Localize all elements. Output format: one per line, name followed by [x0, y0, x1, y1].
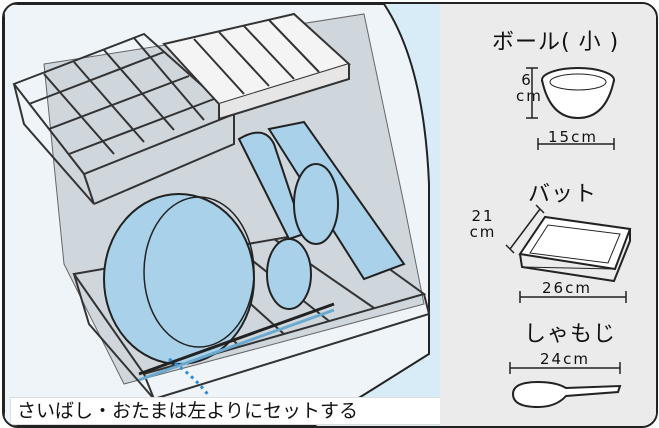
placement-note: さいばし・おたまは左よりにセットする [10, 397, 442, 425]
bowl-title: ボール( 小 ) [492, 30, 620, 55]
upper-rack [12, 32, 236, 205]
rice-paddle-icon [509, 362, 622, 409]
dishwasher-illustration: さいばし・おたまは左よりにセットする [4, 4, 442, 426]
vat-title: バット [528, 182, 598, 207]
dish-size-panel: ボール( 小 ) 6 cm 15cm バット 21 cm [440, 4, 656, 426]
vat-icon [505, 204, 632, 303]
pointer-dots [168, 357, 211, 397]
vat-width-label: 26cm [542, 279, 592, 297]
large-bowl [103, 193, 255, 365]
bowl-height-label: 6 cm [516, 71, 543, 105]
vat-depth-label: 21 cm [469, 207, 497, 241]
dishwasher-drawing [4, 4, 431, 426]
paddle-title: しゃもじ [524, 322, 617, 347]
bowl-icon [526, 67, 615, 150]
bowl-width-label: 15cm [548, 128, 598, 146]
paddle-length-label: 24cm [540, 350, 590, 368]
cooking-chopsticks [138, 302, 335, 376]
ladle [293, 163, 339, 245]
utensil-tray [162, 12, 351, 121]
small-bowl [266, 238, 312, 310]
